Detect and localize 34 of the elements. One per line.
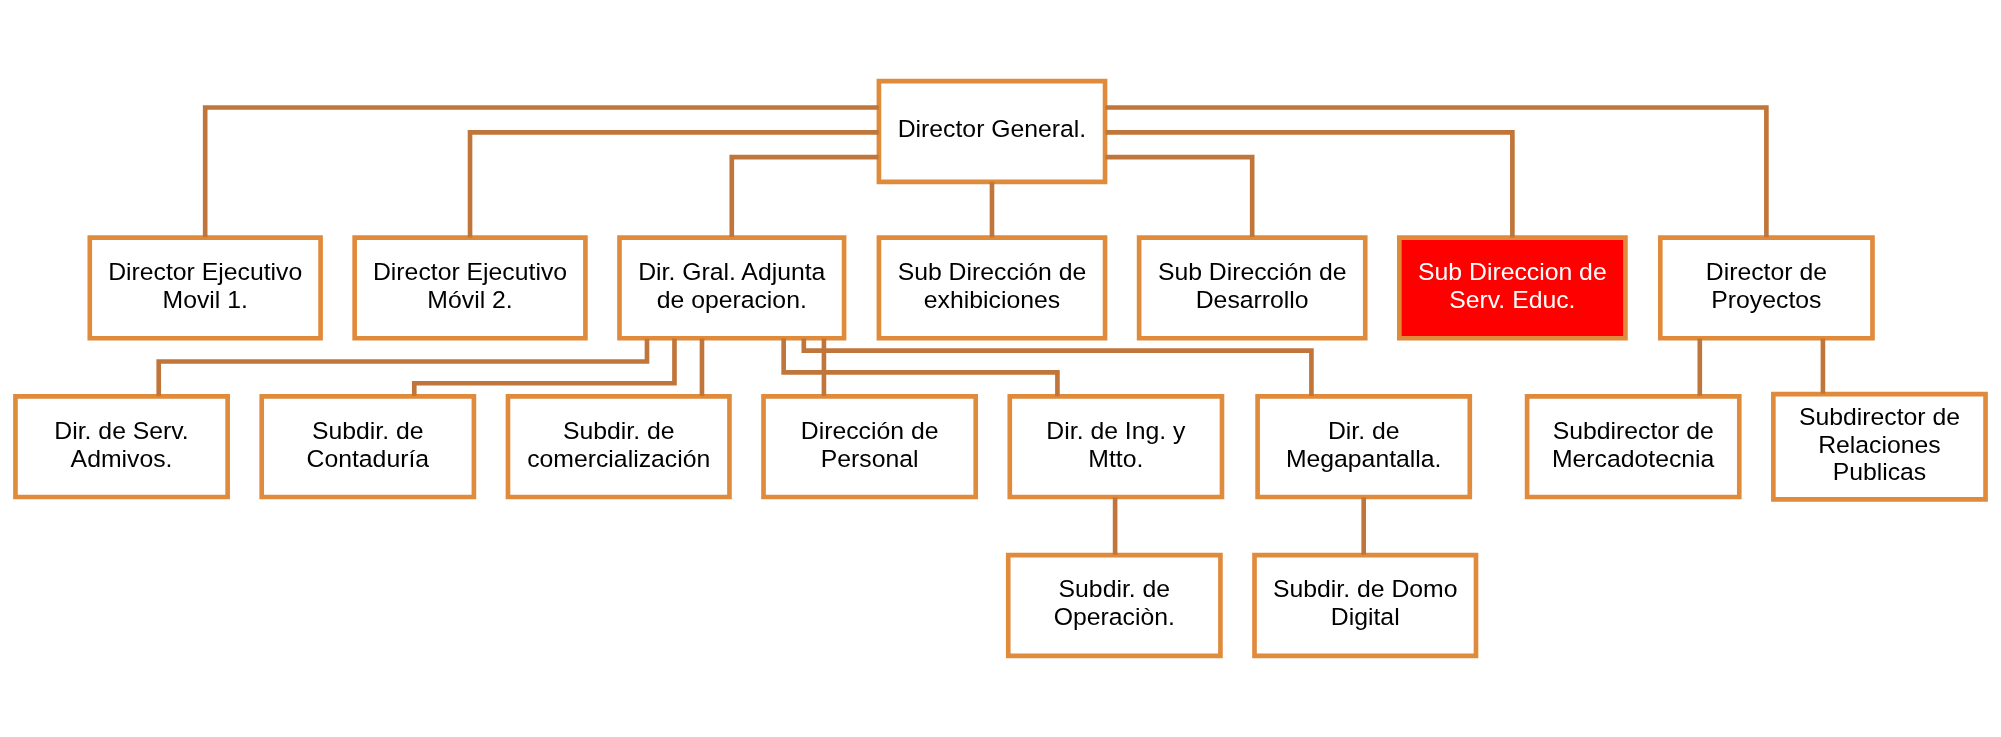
connector bbox=[729, 154, 879, 237]
connector bbox=[989, 181, 995, 238]
node-box: Subdirector de Mercadotecnia bbox=[1524, 394, 1742, 500]
node-box: Dir. Gral. Adjunta de operacion. bbox=[617, 235, 847, 341]
connector bbox=[202, 105, 879, 238]
connector bbox=[801, 338, 1314, 396]
node-box: Subdirector de Relaciones Publicas bbox=[1771, 391, 1988, 502]
connector bbox=[1105, 154, 1255, 237]
node-box: Dir. de Ing. y Mtto. bbox=[1007, 394, 1225, 500]
connector bbox=[1697, 338, 1703, 396]
node-box: Subdir. de Domo Digital bbox=[1252, 552, 1479, 659]
node-box: Subdir. de Contaduría bbox=[259, 394, 477, 500]
node-box: Director Ejecutivo Móvil 2. bbox=[352, 235, 588, 341]
connector bbox=[467, 130, 879, 238]
node-box: Dir. de Megapantalla. bbox=[1255, 394, 1473, 500]
connector bbox=[1820, 338, 1826, 394]
node-box: Dirección de Personal bbox=[761, 394, 979, 500]
node-box: Director General. bbox=[876, 78, 1108, 185]
connector bbox=[411, 338, 677, 397]
connector bbox=[1105, 130, 1515, 238]
connector bbox=[1105, 105, 1769, 238]
connector bbox=[1112, 497, 1118, 555]
node-box: Subdir. de Operaciòn. bbox=[1005, 552, 1223, 659]
node-box: Sub Direccion de Serv. Educ. bbox=[1397, 235, 1628, 341]
connector bbox=[781, 338, 1060, 397]
connector bbox=[821, 338, 827, 396]
node-box: Dir. de Serv. Admivos. bbox=[13, 394, 230, 500]
node-box: Director de Proyectos bbox=[1657, 235, 1875, 341]
node-box: Sub Dirección de Desarrollo bbox=[1136, 235, 1368, 341]
node-box: Sub Dirección de exhibiciones bbox=[876, 235, 1108, 341]
connector bbox=[699, 338, 705, 396]
connector bbox=[1361, 497, 1367, 555]
node-box: Subdir. de comercialización bbox=[505, 394, 732, 500]
node-box: Director Ejecutivo Movil 1. bbox=[87, 235, 323, 341]
